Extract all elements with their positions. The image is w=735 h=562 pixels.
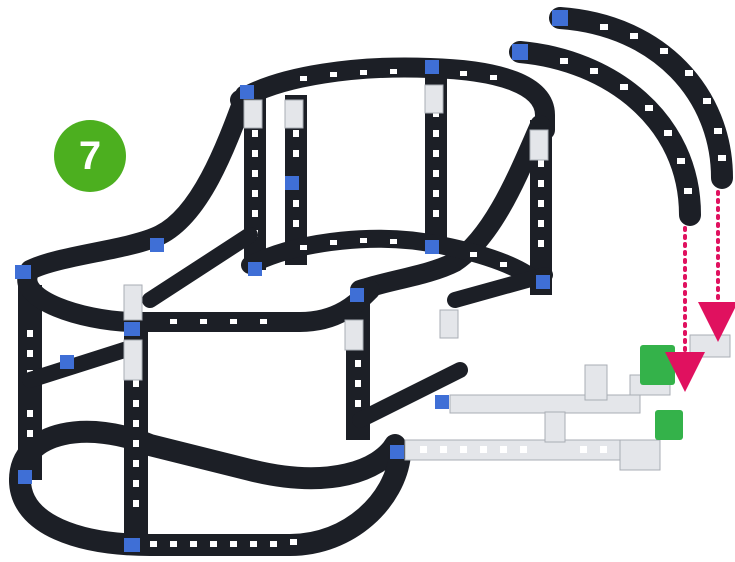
step-number-badge: 7 — [54, 120, 126, 192]
step-number: 7 — [79, 136, 101, 176]
white-base-assembly — [405, 335, 730, 470]
lower-frame — [20, 432, 400, 547]
